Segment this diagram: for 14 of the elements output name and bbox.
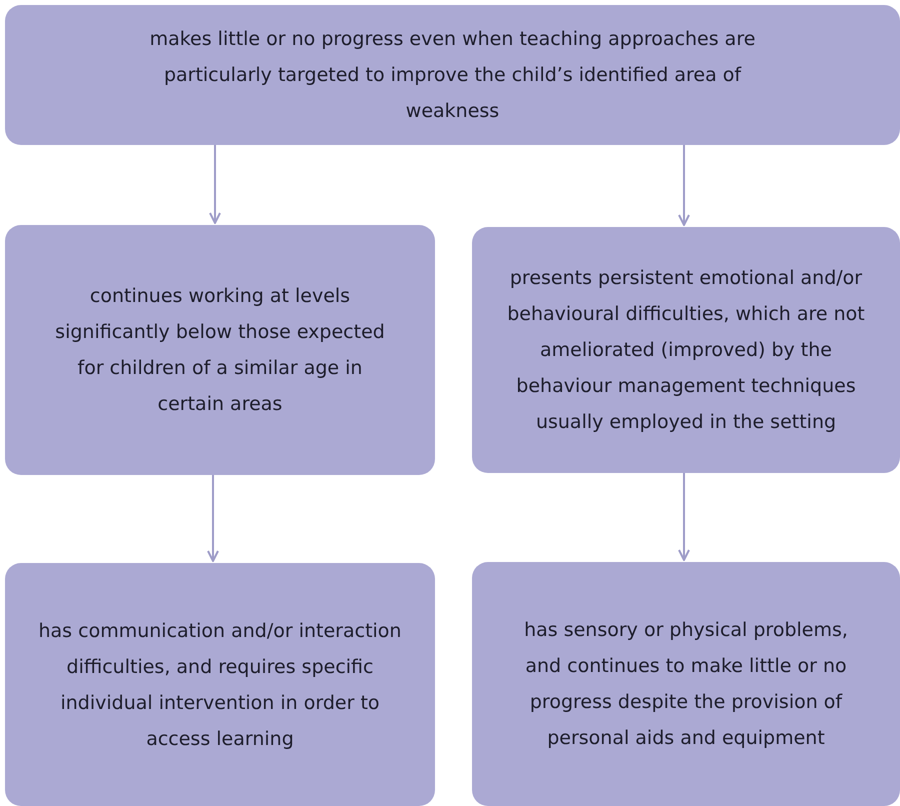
process-box bbox=[5, 5, 900, 145]
arrow bbox=[207, 475, 219, 562]
process-box bbox=[5, 225, 435, 475]
box-text: has sensory or physical problems, and continues to make little or no progress despite the provision of personal aids and equipment bbox=[523, 618, 849, 751]
process-box bbox=[5, 563, 435, 806]
arrow bbox=[678, 145, 690, 226]
process-box bbox=[472, 227, 900, 473]
arrow bbox=[678, 473, 690, 561]
arrow bbox=[209, 145, 221, 224]
box-text: makes little or no progress even when teaching approaches are particularly targeted to improve the child’s identified area of weakness bbox=[148, 27, 756, 124]
box-text: presents persistent emotional and/or behavioural difficulties, which are not ameliorated (improved) by the behaviour management techniques usually employed in the setting bbox=[506, 266, 866, 435]
process-box bbox=[472, 562, 900, 806]
box-text: continues working at levels significantly below those expected for children of a similar age in certain areas bbox=[54, 284, 386, 417]
box-text: has communication and/or interaction difficulties, and requires specific individual intervention in order to access learning bbox=[38, 618, 402, 752]
